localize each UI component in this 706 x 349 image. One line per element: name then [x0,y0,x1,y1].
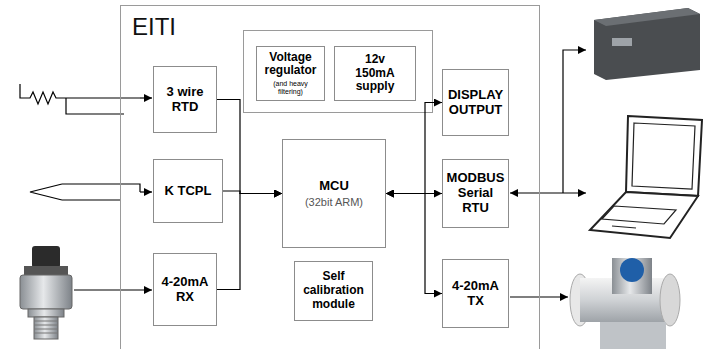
external-links [510,50,586,297]
flow-meter-icon [570,258,680,349]
pressure-sensor [20,246,152,339]
signal-connector [386,194,442,294]
box-label: Voltage regulator [260,51,321,79]
power-box: 12v 150mA supply [334,46,416,101]
resistor-symbol [20,84,152,114]
output-box: MODBUS Serial RTU [442,159,509,228]
box-label: Self calibration module [298,270,369,311]
box-label: K TCPL [165,184,212,199]
input-box: K TCPL [153,159,223,223]
box-label: 4-20mA TX [446,279,505,309]
box-note: (and heavy filtering) [260,80,321,96]
data-logger-icon [594,0,700,80]
output-box: DISPLAY OUTPUT [442,69,509,136]
signal-connector [386,103,442,194]
box-label: DISPLAY OUTPUT [446,88,505,118]
power-box: Voltage regulator(and heavy filtering) [256,46,325,101]
box-note: (32bit ARM) [305,196,363,209]
box-label: 12v 150mA supply [347,53,403,94]
system-title: EITI [132,14,176,40]
system-boundary: EITI 3 wire RTD K TCPL 4-20mA RX Voltage reg… [120,5,540,349]
laptop-icon [590,116,702,238]
processor-box: MCU (32bit ARM) [282,139,386,248]
input-box: 4-20mA RX [153,253,217,326]
thermocouple-symbol [30,184,152,200]
box-label: MCU [319,179,349,194]
signal-connector [217,194,282,290]
box-label: MODBUS Serial RTU [446,171,505,216]
box-label: 4-20mA RX [157,275,213,305]
signal-connector [217,100,282,194]
module-box: Self calibration module [294,261,373,321]
box-label: 3 wire RTD [157,85,213,115]
input-box: 3 wire RTD [153,66,217,133]
output-box: 4-20mA TX [442,259,509,328]
power-group-frame [244,31,433,113]
